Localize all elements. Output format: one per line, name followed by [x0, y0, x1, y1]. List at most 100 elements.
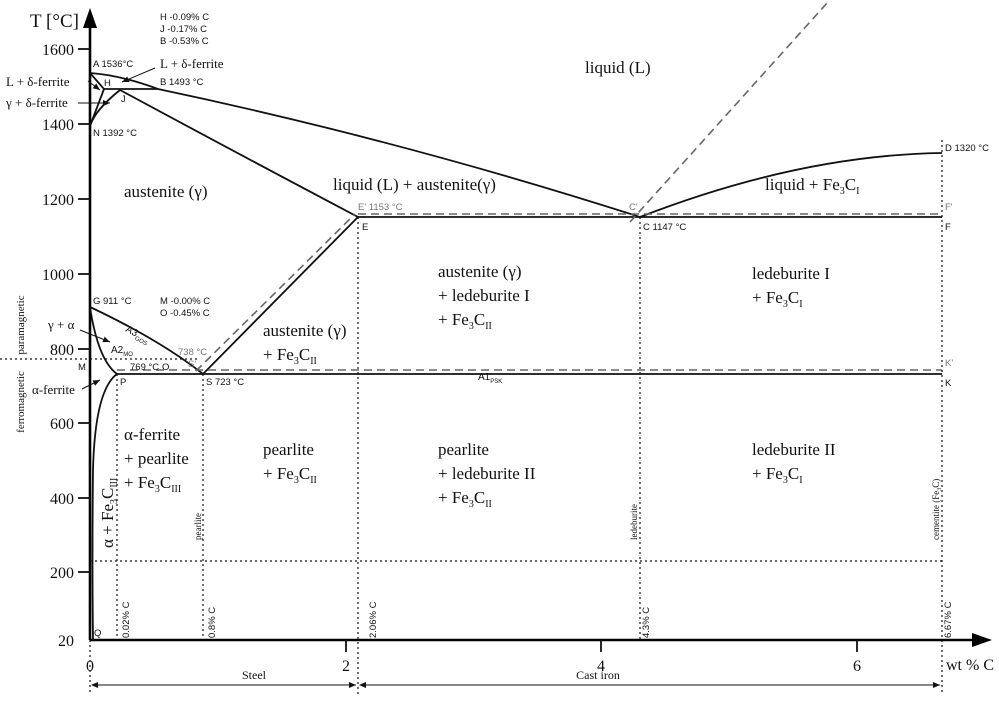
point-Q: Q	[94, 628, 101, 639]
y-tick-label: 1200	[42, 192, 74, 209]
label-pearlite-line: pearlite	[193, 513, 203, 540]
region-label-text: + Fe	[752, 288, 783, 307]
region-label-text: austenite (γ)	[124, 182, 208, 201]
label-6.67C: 6.67% C	[943, 601, 954, 638]
region-label-text: 3	[469, 499, 474, 510]
y-tick-label: 600	[50, 416, 74, 433]
point-C: C 1147 °C	[643, 222, 686, 233]
region-ledeburite-II: ledeburite II+ Fe3CI	[752, 440, 836, 486]
label-A2: A2MO	[111, 345, 133, 358]
region-label-text: C	[474, 488, 485, 507]
temp-738: 738 °C	[178, 347, 207, 358]
line-A3-GOS	[89, 306, 204, 375]
line-S-prime-E-prime	[195, 213, 356, 372]
region-austenite-fe3c: austenite (γ)+ Fe3CII	[263, 321, 347, 367]
x-axis-arrow	[972, 633, 992, 647]
region-pearlite-ledeburite: pearlite+ ledeburite II+ Fe3CII	[438, 440, 536, 510]
region-label-text: α-ferrite	[124, 425, 180, 444]
label-0.8C: 0.8% C	[207, 607, 218, 638]
region-ferrite-pearlite: α-ferrite+ pearlite+ Fe3CIII	[124, 425, 189, 495]
region-label-text: C	[299, 464, 310, 483]
label-cementite-line: cementite (Fe3C)	[931, 479, 943, 540]
temp-769: 769 °C	[130, 362, 159, 373]
label-A1: A1PSK	[478, 372, 502, 385]
region-label-text: pearlite	[263, 440, 314, 459]
label-2.06C: 2.06% C	[368, 601, 379, 638]
point-F: F	[945, 222, 951, 233]
point-K-prime: K'	[945, 358, 953, 369]
point-H: H	[104, 78, 111, 89]
point-G: G 911 °C	[93, 296, 132, 307]
composition-O: O -0.45% C	[160, 308, 210, 319]
line-GP	[89, 306, 118, 375]
region-label-text: II	[310, 356, 317, 367]
y-ticks: 1600 1400 1200 1000 800 600 400 200 20	[42, 42, 90, 650]
x-tick-label: 4	[597, 658, 605, 675]
region-label-text: austenite (γ)	[438, 262, 522, 281]
paramagnetic-label: paramagnetic	[15, 295, 27, 354]
region-label-text: liquid + Fe	[765, 175, 840, 194]
region-label-text: + pearlite	[124, 449, 189, 468]
pointer-l-delta-left: L + δ-ferrite	[6, 74, 70, 89]
region-label-text: C	[845, 175, 856, 194]
region-label-text: + Fe	[438, 310, 469, 329]
region-austenite: austenite (γ)	[124, 182, 208, 201]
liquidus-CD	[639, 152, 943, 218]
region-ledeburite-I: ledeburite I+ Fe3CI	[752, 264, 830, 310]
point-K: K	[945, 378, 952, 389]
pointer-gamma-alpha: γ + α	[47, 317, 75, 332]
region-liquid-austenite: liquid (L) + austenite(γ)	[333, 175, 496, 194]
region-liquid-fe3c: liquid + Fe3CI	[765, 175, 859, 197]
point-J: J	[121, 94, 126, 105]
composition-H: H -0.09% C	[160, 12, 209, 23]
pointer-l-delta-top: L + δ-ferrite	[160, 56, 224, 71]
point-S: S 723 °C	[206, 377, 244, 388]
label-ledeburite-line: ledeburite	[629, 504, 639, 540]
pointer-arrow	[81, 379, 101, 390]
ferromagnetic-label: ferromagnetic	[15, 371, 27, 433]
point-B: B 1493 °C	[160, 77, 204, 88]
pointer-arrow	[79, 329, 111, 343]
y-tick-label: 800	[50, 342, 74, 359]
region-label-text: II	[485, 321, 492, 332]
region-label-text: C	[788, 288, 799, 307]
pointer-gamma-delta: γ + δ-ferrite	[5, 95, 68, 110]
steel-label: Steel	[242, 668, 267, 682]
region-label-text: III	[109, 478, 120, 488]
region-label-text: ledeburite II	[752, 440, 836, 459]
region-alpha-fe3c: α + Fe3CIII	[98, 478, 120, 548]
line-PQ	[91, 373, 118, 641]
region-label-text: + Fe	[263, 464, 294, 483]
y-axis-arrow	[83, 8, 97, 28]
y-tick-label: 200	[50, 565, 74, 582]
x-tick-label: 6	[853, 658, 861, 675]
point-D: D 1320 °C	[945, 143, 989, 154]
region-label-text: II	[310, 475, 317, 486]
line-JN	[89, 89, 121, 127]
y-tick-label: 1400	[42, 117, 74, 134]
x-tick-label: 2	[342, 658, 350, 675]
region-label-text: C	[299, 345, 310, 364]
region-label-text: + Fe	[124, 473, 155, 492]
region-label-text: I	[856, 186, 859, 197]
region-label-text: α + Fe	[98, 504, 117, 548]
point-A: A 1536°C	[93, 59, 133, 70]
y-tick-label: 1000	[42, 267, 74, 284]
point-E-prime: E' 1153 °C	[358, 202, 403, 213]
region-label-text: austenite (γ)	[263, 321, 347, 340]
point-F-prime: F'	[945, 202, 953, 213]
pointer-alpha-ferrite: α-ferrite	[32, 382, 75, 397]
x-axis-title: wt % C	[946, 657, 994, 674]
composition-M: M -0.00% C	[160, 296, 210, 307]
region-label-text: + Fe	[263, 345, 294, 364]
region-label-text: 3	[783, 299, 788, 310]
region-label-text: C	[98, 488, 117, 499]
point-M: M	[78, 362, 86, 373]
pointer-arrow	[87, 80, 101, 91]
region-label-text: ledeburite I	[752, 264, 830, 283]
cast-iron-label: Cast iron	[576, 668, 620, 682]
liquidus-BC	[157, 88, 641, 218]
line-Acm-SE	[202, 216, 359, 375]
metastable-dashed-lines	[117, 1, 942, 372]
